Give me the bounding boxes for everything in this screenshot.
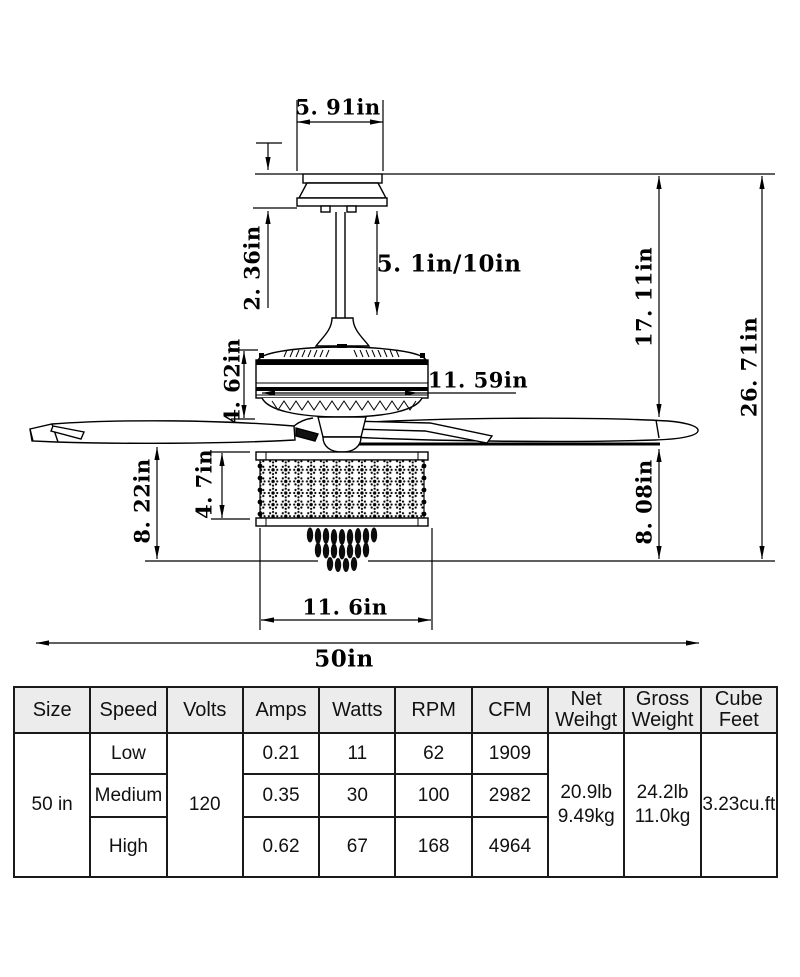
crystal-drum-shade <box>255 451 429 527</box>
dim-canopy-width: 5. 91in <box>295 94 381 120</box>
column-header-cfm: CFM <box>470 686 550 734</box>
cell-cfm-high: 4964 <box>470 816 550 878</box>
dim-shade-height: 4. 7in <box>191 448 217 520</box>
dim-motor-width: 11. 59in <box>427 367 529 393</box>
cell-rpm-low: 62 <box>394 732 473 775</box>
cell-rpm-medium: 100 <box>394 773 473 818</box>
dim-blade-to-bottom: 8. 08in <box>631 459 657 545</box>
dimension-lines <box>36 100 775 646</box>
column-header-rpm: RPM <box>394 686 473 734</box>
cell-watts-low: 11 <box>318 732 397 775</box>
cell-speed-low: Low <box>89 732 168 775</box>
dim-ceiling-to-blades: 17. 11in <box>631 246 657 348</box>
dim-blade-span: 50in <box>314 645 374 673</box>
cell-amps-high: 0.62 <box>241 816 321 878</box>
table-row-medium: Medium 0.35 30 100 2982 <box>14 773 777 818</box>
dim-blade-to-shade-bottom: 8. 22in <box>129 458 155 544</box>
column-header-gross-weight: Gross Weight <box>623 686 702 734</box>
column-header-speed: Speed <box>89 686 168 734</box>
cell-speed-medium: Medium <box>89 773 168 818</box>
dim-downrod-length: 5. 1in/10in <box>376 250 522 278</box>
column-header-net-weight: Net Weihgt <box>547 686 626 734</box>
cell-cfm-low: 1909 <box>470 732 550 775</box>
dim-shade-width: 11. 6in <box>302 594 388 620</box>
column-header-cube-feet: Cube Feet <box>699 686 779 734</box>
cell-speed-high: High <box>89 816 168 878</box>
crystal-tassels <box>306 527 378 572</box>
column-header-watts: Watts <box>318 686 397 734</box>
dim-total-height: 26. 71in <box>736 316 762 418</box>
cell-volts: 120 <box>165 732 244 878</box>
cell-gross-weight: 24.2lb 11.0kg <box>623 732 702 878</box>
cell-watts-medium: 30 <box>318 773 397 818</box>
motor-housing <box>255 344 429 418</box>
dim-motor-height: 4. 62in <box>219 338 245 424</box>
column-header-amps: Amps <box>241 686 321 734</box>
fan-diagram-drawing <box>29 100 775 646</box>
cell-cfm-medium: 2982 <box>470 773 550 818</box>
canopy <box>296 173 388 213</box>
column-header-size: Size <box>12 686 92 734</box>
fan-blades <box>29 417 699 446</box>
cell-amps-low: 0.21 <box>241 732 321 775</box>
fan-artwork <box>29 173 699 572</box>
cell-net-weight: 20.9lb 9.49kg <box>547 732 626 878</box>
column-header-volts: Volts <box>165 686 244 734</box>
cell-cube-feet: 3.23cu.ft <box>699 732 779 878</box>
downrod <box>314 212 371 347</box>
switch-housing <box>317 416 367 453</box>
cell-amps-medium: 0.35 <box>241 773 321 818</box>
table-header-row: Size Speed Volts Amps Watts RPM CFM Net … <box>12 686 779 734</box>
dim-canopy-height: 2. 36in <box>239 225 265 311</box>
table-row-high: High 0.62 67 168 4964 <box>14 816 777 878</box>
table-row-low: 50 in Low 120 0.21 11 62 1909 20.9lb 9.4… <box>12 732 779 878</box>
cell-rpm-high: 168 <box>394 816 473 878</box>
specification-table: Size Speed Volts Amps Watts RPM CFM Net … <box>12 686 779 878</box>
cell-size: 50 in <box>12 732 92 878</box>
cell-watts-high: 67 <box>318 816 397 878</box>
